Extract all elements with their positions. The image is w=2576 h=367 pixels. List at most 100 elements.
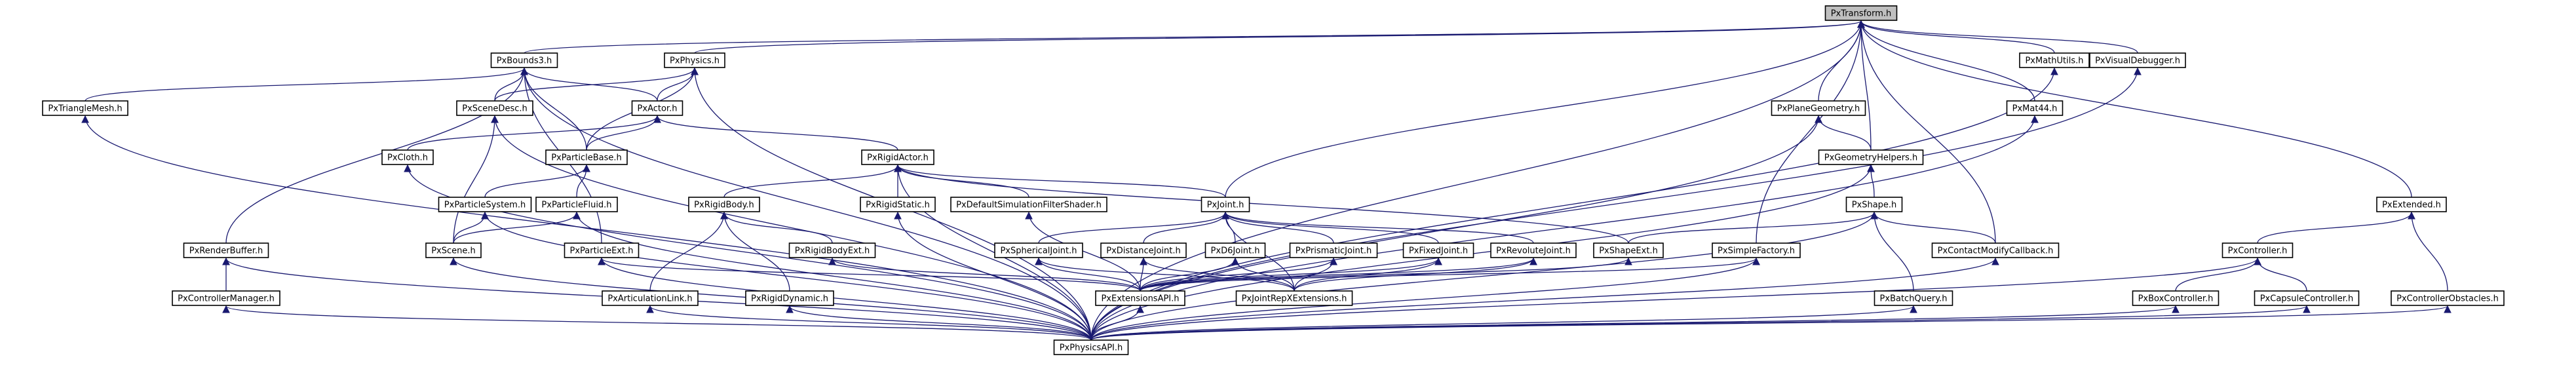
node-box xyxy=(631,100,683,116)
node-bounds3[interactable]: PxBounds3.h xyxy=(490,52,558,68)
node-label: PxTransform.h xyxy=(1831,9,1892,19)
node-capsule-controller[interactable]: PxCapsuleController.h xyxy=(2254,290,2360,306)
edge-arrow xyxy=(524,20,1865,54)
edge-arrow xyxy=(1035,257,1141,292)
node-label: PxCapsuleController.h xyxy=(2260,294,2354,304)
node-label: PxExtended.h xyxy=(2382,201,2441,210)
node-box xyxy=(2006,100,2064,116)
node-mat44[interactable]: PxMat44.h xyxy=(2006,100,2064,116)
node-fixed-joint[interactable]: PxFixedJoint.h xyxy=(1402,242,1474,258)
edge-arrow xyxy=(404,164,1092,341)
edge-arrow xyxy=(1090,305,2451,341)
node-label: PxPhysics.h xyxy=(670,56,720,66)
node-revolute-joint[interactable]: PxRevoluteJoint.h xyxy=(1490,242,1577,258)
node-physics[interactable]: PxPhysics.h xyxy=(664,52,725,68)
edge-arrow xyxy=(720,211,790,292)
node-shape[interactable]: PxShape.h xyxy=(1845,197,1903,212)
node-geometry-helpers[interactable]: PxGeometryHelpers.h xyxy=(1818,149,1924,165)
node-d6-joint[interactable]: PxD6Joint.h xyxy=(1204,242,1266,258)
node-box xyxy=(1204,242,1266,258)
node-simple-factory[interactable]: PxSimpleFactory.h xyxy=(1712,242,1801,258)
node-rigid-body[interactable]: PxRigidBody.h xyxy=(688,197,760,212)
node-box xyxy=(2221,242,2294,258)
node-label: PxDistanceJoint.h xyxy=(1106,246,1180,256)
node-box xyxy=(172,290,280,306)
node-joint[interactable]: PxJoint.h xyxy=(1201,197,1250,212)
node-label: PxRigidBody.h xyxy=(694,201,754,210)
edge-arrow xyxy=(894,164,1029,198)
node-label: PxDefaultSimulationFilterShader.h xyxy=(956,201,1102,210)
node-box xyxy=(381,149,434,165)
node-extensions-api[interactable]: PxExtensionsAPI.h xyxy=(1095,290,1185,306)
node-box xyxy=(1289,242,1378,258)
node-shape-ext[interactable]: PxShapeExt.h xyxy=(1593,242,1664,258)
edge-arrow xyxy=(453,115,499,244)
edge-arrow xyxy=(1221,211,1334,244)
node-label: PxControllerManager.h xyxy=(178,294,275,304)
node-box xyxy=(1931,242,2060,258)
node-box-controller[interactable]: PxBoxController.h xyxy=(2132,290,2220,306)
node-label: PxRigidDynamic.h xyxy=(751,294,828,304)
node-label: PxMat44.h xyxy=(2012,104,2058,114)
edge-arrow xyxy=(407,115,661,151)
node-cloth[interactable]: PxCloth.h xyxy=(381,149,434,165)
edge-arrow xyxy=(1857,20,2055,54)
edge-arrow xyxy=(649,211,728,292)
node-math-utils[interactable]: PxMathUtils.h xyxy=(2019,52,2090,68)
edge-arrow xyxy=(1090,305,2311,341)
edge-arrow xyxy=(1090,257,1999,341)
node-particle-ext[interactable]: PxParticleExt.h xyxy=(564,242,640,258)
node-label: PxBatchQuery.h xyxy=(1880,294,1948,304)
edge-arrow xyxy=(1140,257,1537,292)
node-particle-system[interactable]: PxParticleSystem.h xyxy=(438,197,532,212)
node-controller[interactable]: PxController.h xyxy=(2221,242,2294,258)
node-box xyxy=(861,149,934,165)
edge-arrow xyxy=(481,211,1092,341)
node-plane-geometry[interactable]: PxPlaneGeometry.h xyxy=(1771,100,1866,116)
edge-arrow xyxy=(2257,211,2415,244)
node-prismatic-joint[interactable]: PxPrismaticJoint.h xyxy=(1289,242,1378,258)
node-box xyxy=(425,242,482,258)
edge-arrow xyxy=(1870,211,1996,244)
edge-arrow xyxy=(894,164,1226,198)
edge-arrow xyxy=(694,20,1865,54)
node-rigid-body-ext[interactable]: PxRigidBodyExt.h xyxy=(788,242,876,258)
node-controller-obstacles[interactable]: PxControllerObstacles.h xyxy=(2391,290,2505,306)
node-box xyxy=(1771,100,1866,116)
edge-arrow xyxy=(573,211,1092,341)
node-joint-rep-xextensions[interactable]: PxJointRepXExtensions.h xyxy=(1235,290,1353,306)
node-transform[interactable]: PxTransform.h xyxy=(1824,5,1898,21)
node-box xyxy=(1402,242,1474,258)
node-batch-query[interactable]: PxBatchQuery.h xyxy=(1874,290,1953,306)
node-physics-api[interactable]: PxPhysicsAPI.h xyxy=(1053,339,1129,355)
node-box xyxy=(545,149,628,165)
node-box xyxy=(745,290,834,306)
node-render-buffer[interactable]: PxRenderBuffer.h xyxy=(183,242,269,258)
node-scene[interactable]: PxScene.h xyxy=(425,242,482,258)
node-controller-manager[interactable]: PxControllerManager.h xyxy=(172,290,280,306)
edge-arrow xyxy=(2254,257,2307,292)
node-rigid-dynamic[interactable]: PxRigidDynamic.h xyxy=(745,290,834,306)
node-articulation-link[interactable]: PxArticulationLink.h xyxy=(602,290,699,306)
node-scene-desc[interactable]: PxSceneDesc.h xyxy=(456,100,533,116)
node-visual-debugger[interactable]: PxVisualDebugger.h xyxy=(2089,52,2186,68)
node-particle-base[interactable]: PxParticleBase.h xyxy=(545,149,628,165)
node-box xyxy=(2019,52,2090,68)
edge-arrow xyxy=(1857,20,1872,151)
node-label: PxParticleSystem.h xyxy=(444,201,526,210)
node-default-simulation-filter-shader[interactable]: PxDefaultSimulationFilterShader.h xyxy=(950,197,1107,212)
edge-arrow xyxy=(828,257,1141,292)
node-triangle-mesh[interactable]: PxTriangleMesh.h xyxy=(42,100,128,116)
node-rigid-static[interactable]: PxRigidStatic.h xyxy=(860,197,936,212)
node-label: PxBounds3.h xyxy=(497,56,552,66)
node-extended[interactable]: PxExtended.h xyxy=(2376,197,2447,212)
node-box xyxy=(1845,197,1903,212)
node-spherical-joint[interactable]: PxSphericalJoint.h xyxy=(994,242,1083,258)
node-label: PxScene.h xyxy=(431,246,476,256)
node-contact-modify-callback[interactable]: PxContactModifyCallback.h xyxy=(1931,242,2060,258)
edge-arrow xyxy=(81,115,1092,341)
node-particle-fluid[interactable]: PxParticleFluid.h xyxy=(535,197,618,212)
node-actor[interactable]: PxActor.h xyxy=(631,100,683,116)
node-distance-joint[interactable]: PxDistanceJoint.h xyxy=(1100,242,1187,258)
node-rigid-actor[interactable]: PxRigidActor.h xyxy=(861,149,934,165)
